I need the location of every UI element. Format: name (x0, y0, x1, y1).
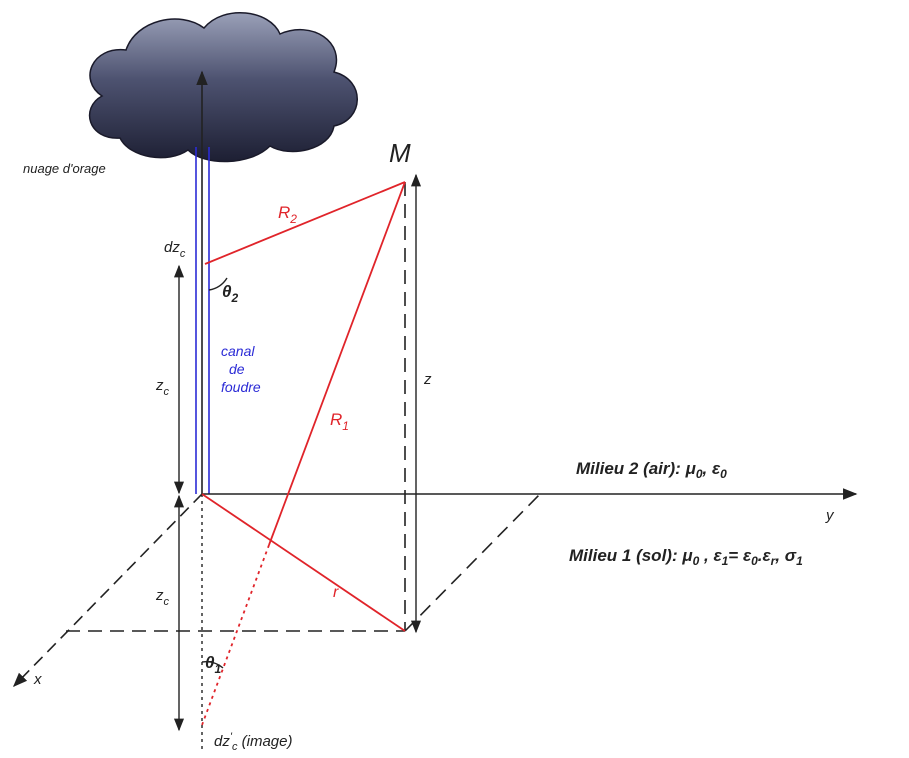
x-axis-label: x (33, 671, 42, 688)
r1-label: R1 (330, 410, 349, 433)
height-dimensions (173, 173, 422, 732)
r-line (201, 493, 406, 632)
y-axis-label: y (825, 507, 835, 524)
theta2-arc (208, 277, 228, 291)
r2-label: R2 (278, 203, 297, 226)
theta1-label: θ1 (205, 653, 221, 676)
r1-line (268, 181, 406, 546)
channel-label: canal de foudre (221, 343, 261, 395)
lightning-channel (195, 147, 210, 494)
image-label: dz'c (image) (214, 731, 292, 753)
zc-lower-label: zc (155, 587, 170, 608)
air-medium-label: Milieu 2 (air): μ0, ε0 (576, 459, 727, 481)
dzc-label: dzc (164, 239, 186, 260)
r-label: r (333, 584, 339, 601)
ground-medium-label: Milieu 1 (sol): μ0 , ε1= ε0.εr, σ1 (569, 546, 803, 568)
zc-upper-label: zc (155, 377, 170, 398)
theta1-arc (201, 660, 224, 669)
r1-image-line (201, 544, 270, 726)
theta2-label: θ2 (222, 282, 238, 305)
cloud-label: nuage d'orage (23, 161, 106, 176)
z-height-label: z (423, 371, 432, 388)
point-m-label: M (389, 138, 411, 168)
storm-cloud (88, 11, 358, 163)
x-axis (12, 493, 203, 688)
ground-plane (66, 182, 541, 632)
distance-lines (201, 181, 406, 726)
r2-line (204, 181, 406, 265)
